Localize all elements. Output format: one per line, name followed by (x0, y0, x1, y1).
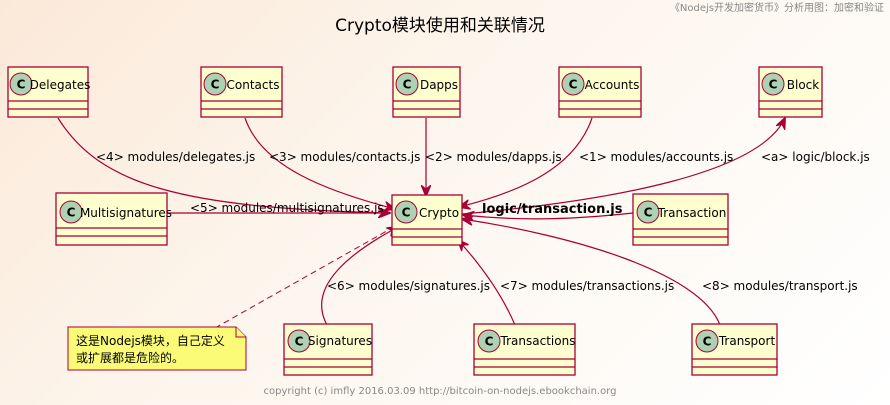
class-accounts[interactable]: C Accounts (558, 66, 642, 118)
class-name: Delegates (30, 78, 91, 92)
edge-transport (462, 219, 721, 326)
class-badge-icon (394, 200, 418, 224)
diagram-header: 《Nodejs开发加密货币》分析用图：加密和验证 (670, 1, 884, 14)
edge-label-signatures: <6> modules/signatures.js (327, 279, 490, 293)
note-link (214, 227, 393, 329)
edge-label-multisignatures: <5> modules/multisignatures.js (190, 201, 384, 215)
class-name: Crypto (419, 206, 459, 220)
class-crypto[interactable]: C Crypto (391, 194, 463, 246)
class-name: Signatures (308, 334, 372, 348)
class-badge-icon (761, 72, 785, 96)
svg-text:C: C (402, 206, 411, 220)
svg-text:C: C (17, 78, 26, 92)
class-name: Transactions (500, 334, 576, 348)
note-line-1: 这是Nodejs模块，自己定义 (76, 333, 225, 348)
edge-label-dapps: <2> modules/dapps.js (425, 150, 562, 164)
edge-contacts (244, 117, 395, 209)
diagram-title: Crypto模块使用和关联情况 (335, 15, 545, 36)
diagram-footer: copyright (c) imfly 2016.03.09 http://bi… (264, 386, 617, 397)
edge-label-transactions: <7> modules/transactions.js (500, 279, 674, 293)
class-badge-icon (636, 200, 660, 224)
edge-label-transaction: logic/transaction.js (482, 202, 623, 217)
class-transactions[interactable]: C Transactions (473, 323, 576, 376)
class-delegates[interactable]: C Delegates (7, 66, 91, 118)
svg-text:C: C (769, 78, 778, 92)
class-badge-icon (695, 329, 719, 353)
svg-text:C: C (295, 335, 304, 349)
class-badge-icon (59, 200, 83, 224)
edge-block (461, 118, 785, 215)
class-name: Transport (718, 334, 776, 348)
edge-label-block: <a> logic/block.js (761, 150, 870, 164)
class-badge-icon (287, 329, 311, 353)
class-signatures[interactable]: C Signatures (283, 323, 373, 376)
class-badge-icon (9, 72, 33, 96)
svg-text:C: C (703, 335, 712, 349)
edge-label-contacts: <3> modules/contacts.js (269, 150, 420, 164)
class-name: Multisignatures (80, 206, 172, 220)
svg-text:C: C (644, 206, 653, 220)
class-multisignatures[interactable]: C Multisignatures (55, 192, 172, 246)
class-name: Dapps (420, 78, 458, 92)
class-transport[interactable]: C Transport (691, 323, 778, 376)
class-name: Block (787, 78, 820, 92)
note-line-2: 或扩展都是危险的。 (76, 350, 184, 365)
class-contacts[interactable]: C Contacts (200, 66, 283, 118)
svg-text:C: C (67, 206, 76, 220)
class-badge-icon (561, 72, 585, 96)
class-name: Contacts (227, 78, 280, 92)
edge-signatures (321, 227, 398, 326)
class-name: Transaction (657, 206, 727, 220)
edge-accounts (459, 117, 593, 207)
class-badge-icon (395, 72, 419, 96)
svg-text:C: C (211, 78, 220, 92)
edge-transaction (463, 213, 634, 219)
class-badge-icon (203, 72, 227, 96)
warning-note: 这是Nodejs模块，自己定义 或扩展都是危险的。 (67, 326, 247, 371)
class-transaction[interactable]: C Transaction (632, 193, 729, 246)
edge-transactions (458, 240, 516, 326)
class-dapps[interactable]: C Dapps (392, 66, 461, 118)
svg-text:C: C (403, 78, 412, 92)
class-name: Accounts (585, 78, 640, 92)
svg-text:C: C (569, 78, 578, 92)
edge-delegates (57, 117, 390, 213)
edge-label-accounts: <1> modules/accounts.js (579, 150, 733, 164)
edge-label-transport: <8> modules/transport.js (702, 279, 858, 293)
svg-text:C: C (485, 335, 494, 349)
class-badge-icon (477, 329, 501, 353)
edge-label-delegates: <4> modules/delegates.js (96, 150, 255, 164)
class-block[interactable]: C Block (758, 66, 823, 118)
